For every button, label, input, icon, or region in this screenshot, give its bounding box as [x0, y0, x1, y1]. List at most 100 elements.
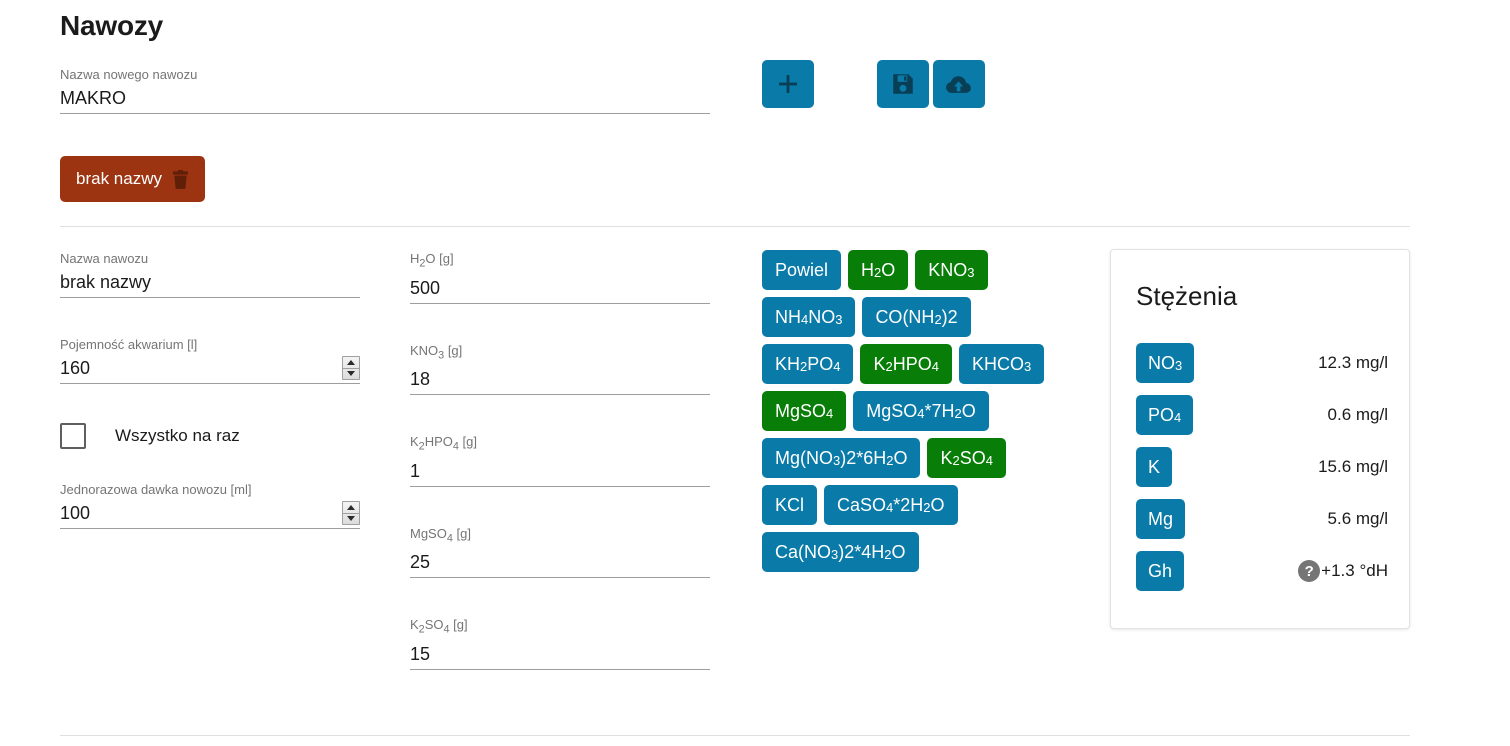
all-at-once-checkbox[interactable] — [60, 423, 86, 449]
concentration-row: Mg 5.6 mg/l — [1136, 493, 1388, 545]
concentrations-title: Stężenia — [1136, 281, 1238, 311]
floppy-save-icon — [890, 71, 916, 97]
chemical-chip[interactable]: KCl — [762, 485, 818, 525]
new-fertilizer-name-input[interactable]: MAKRO — [60, 88, 127, 108]
ingredient-weight-label: K2SO4 [g] — [410, 617, 468, 636]
concentration-value: 0.6 mg/l — [1328, 405, 1388, 425]
aquarium-volume-value: 160 — [60, 358, 91, 378]
toolbar-gap-2 — [929, 60, 933, 61]
field-underline — [60, 113, 710, 114]
ingredient-weight-input[interactable]: 500 — [410, 277, 441, 298]
toolbar-gap — [814, 60, 877, 61]
ingredient-weight-field[interactable]: K2SO4 [g] 15 — [410, 616, 710, 670]
single-dose-stepper[interactable] — [342, 501, 360, 525]
save-button[interactable] — [877, 60, 929, 108]
ingredient-weight-field[interactable]: H2O [g] 500 — [410, 250, 710, 304]
concentration-value: ?+1.3 °dH — [1298, 560, 1388, 582]
ingredient-weight-field[interactable]: KNO3 [g] 18 — [410, 342, 710, 396]
trash-icon[interactable] — [172, 169, 189, 189]
ingredient-weight-label: H2O [g] — [410, 251, 454, 270]
concentration-text: 5.6 mg/l — [1327, 509, 1388, 528]
ion-badge[interactable]: Gh — [1136, 551, 1185, 591]
new-fertilizer-name-label: Nazwa nowego nawozu — [60, 67, 198, 82]
new-fertilizer-name-field[interactable]: Nazwa nowego nawozu MAKRO — [60, 66, 710, 114]
concentration-text: 15.6 mg/l — [1318, 457, 1388, 476]
upload-to-cloud-button[interactable] — [933, 60, 985, 108]
toolbar — [762, 60, 985, 108]
field-underline — [60, 297, 360, 298]
single-dose-input[interactable]: 100 — [60, 498, 360, 526]
ingredient-weight-input[interactable]: 18 — [410, 369, 431, 390]
ion-badge[interactable]: K — [1136, 447, 1173, 487]
saved-fertilizer-chip[interactable]: brak nazwy — [60, 156, 205, 202]
concentration-text: 0.6 mg/l — [1327, 405, 1388, 424]
single-dose-label: Jednorazowa dawka nowozu [ml] — [60, 482, 252, 497]
ingredient-weight-field[interactable]: K2HPO4 [g] 1 — [410, 433, 710, 487]
field-underline — [410, 668, 710, 670]
fertilizer-settings-column: Nazwa nawozu brak nazwy Pojemność akwari… — [60, 250, 360, 529]
field-underline — [60, 383, 360, 384]
ion-badge[interactable]: Mg — [1136, 499, 1186, 539]
field-underline — [410, 302, 710, 304]
field-underline — [410, 485, 710, 487]
saved-fertilizer-list: brak nazwy — [60, 156, 205, 202]
section-divider-bottom — [60, 735, 1410, 736]
ingredient-weight-field[interactable]: MgSO4 [g] 25 — [410, 525, 710, 579]
fertilizer-name-label: Nazwa nawozu — [60, 251, 149, 266]
field-underline — [410, 577, 710, 579]
ingredient-weight-label: KNO3 [g] — [410, 342, 463, 362]
question-mark-icon[interactable]: ? — [1298, 560, 1321, 582]
add-fertilizer-button[interactable] — [762, 60, 814, 108]
all-at-once-label: Wszystko na raz — [115, 426, 240, 445]
ingredient-weight-input[interactable]: 25 — [410, 552, 431, 573]
ingredient-weight-label: K2HPO4 [g] — [410, 434, 477, 453]
chemical-chip[interactable]: Powiel — [762, 250, 842, 290]
stepper-up[interactable] — [343, 357, 359, 368]
stepper-down[interactable] — [343, 512, 359, 525]
aquarium-volume-stepper[interactable] — [342, 356, 360, 380]
concentration-value: 15.6 mg/l — [1318, 457, 1388, 477]
fertilizer-name-field[interactable]: Nazwa nawozu brak nazwy — [60, 250, 360, 298]
stepper-down[interactable] — [343, 367, 359, 380]
ingredient-weight-input[interactable]: 15 — [410, 643, 431, 664]
concentration-value: 5.6 mg/l — [1328, 509, 1388, 529]
aquarium-volume-field[interactable]: Pojemność akwarium [l] 160 — [60, 336, 360, 384]
concentration-text: +1.3 °dH — [1321, 561, 1388, 580]
fertilizer-name-input[interactable]: brak nazwy — [60, 267, 360, 295]
fertilizer-name-value: brak nazwy — [60, 272, 152, 292]
concentration-row: Gh?+1.3 °dH — [1136, 545, 1388, 597]
single-dose-value: 100 — [60, 503, 91, 523]
all-at-once-row[interactable]: Wszystko na raz — [60, 416, 360, 456]
page-title: Nawozy — [60, 10, 164, 41]
concentration-value: 12.3 mg/l — [1318, 353, 1388, 373]
concentration-text: 12.3 mg/l — [1318, 353, 1388, 372]
saved-fertilizer-label: brak nazwy — [76, 169, 162, 188]
cloud-upload-icon — [945, 70, 973, 98]
single-dose-field[interactable]: Jednorazowa dawka nowozu [ml] 100 — [60, 481, 360, 529]
stepper-up[interactable] — [343, 502, 359, 513]
aquarium-volume-input[interactable]: 160 — [60, 353, 360, 381]
ingredient-weight-input[interactable]: 1 — [410, 460, 421, 481]
ingredient-weight-label: MgSO4 [g] — [410, 525, 471, 545]
